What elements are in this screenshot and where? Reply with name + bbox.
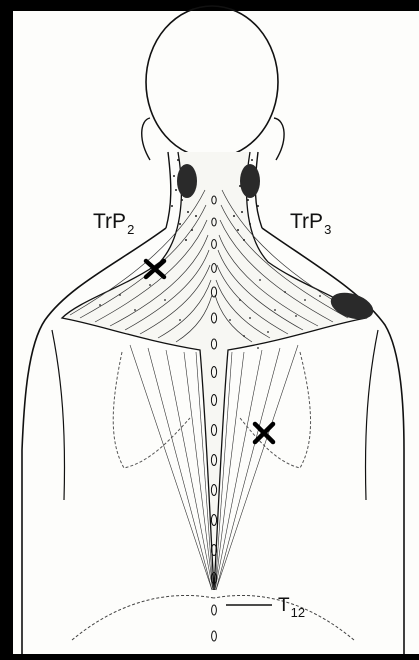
label-trp3-sub: 3: [324, 222, 331, 237]
label-trp2-sub: 2: [127, 222, 134, 237]
frame-bottom-border: [0, 654, 419, 660]
iliac-crest-left: [72, 595, 214, 640]
label-trp3-main: TrP: [290, 210, 323, 233]
label-t12: T12: [278, 596, 305, 615]
right-scapula-outline: [240, 352, 311, 468]
label-t12-sub: 12: [291, 605, 305, 620]
label-trp3: TrP3: [290, 211, 331, 232]
neck-left-outline: [166, 152, 171, 228]
left-ear-outline: [142, 118, 150, 160]
label-t12-main: T: [278, 595, 290, 616]
frame-left-border: [0, 0, 13, 660]
referred-zone-right-mastoid: [240, 164, 260, 198]
right-arm-line: [366, 330, 379, 500]
right-ear-outline: [274, 118, 284, 160]
head-outline: [146, 6, 278, 158]
left-arm-line: [52, 330, 65, 500]
label-trp2: TrP2: [93, 211, 134, 232]
label-trp2-main: TrP: [93, 210, 126, 233]
referred-zone-left-mastoid: [177, 164, 197, 198]
